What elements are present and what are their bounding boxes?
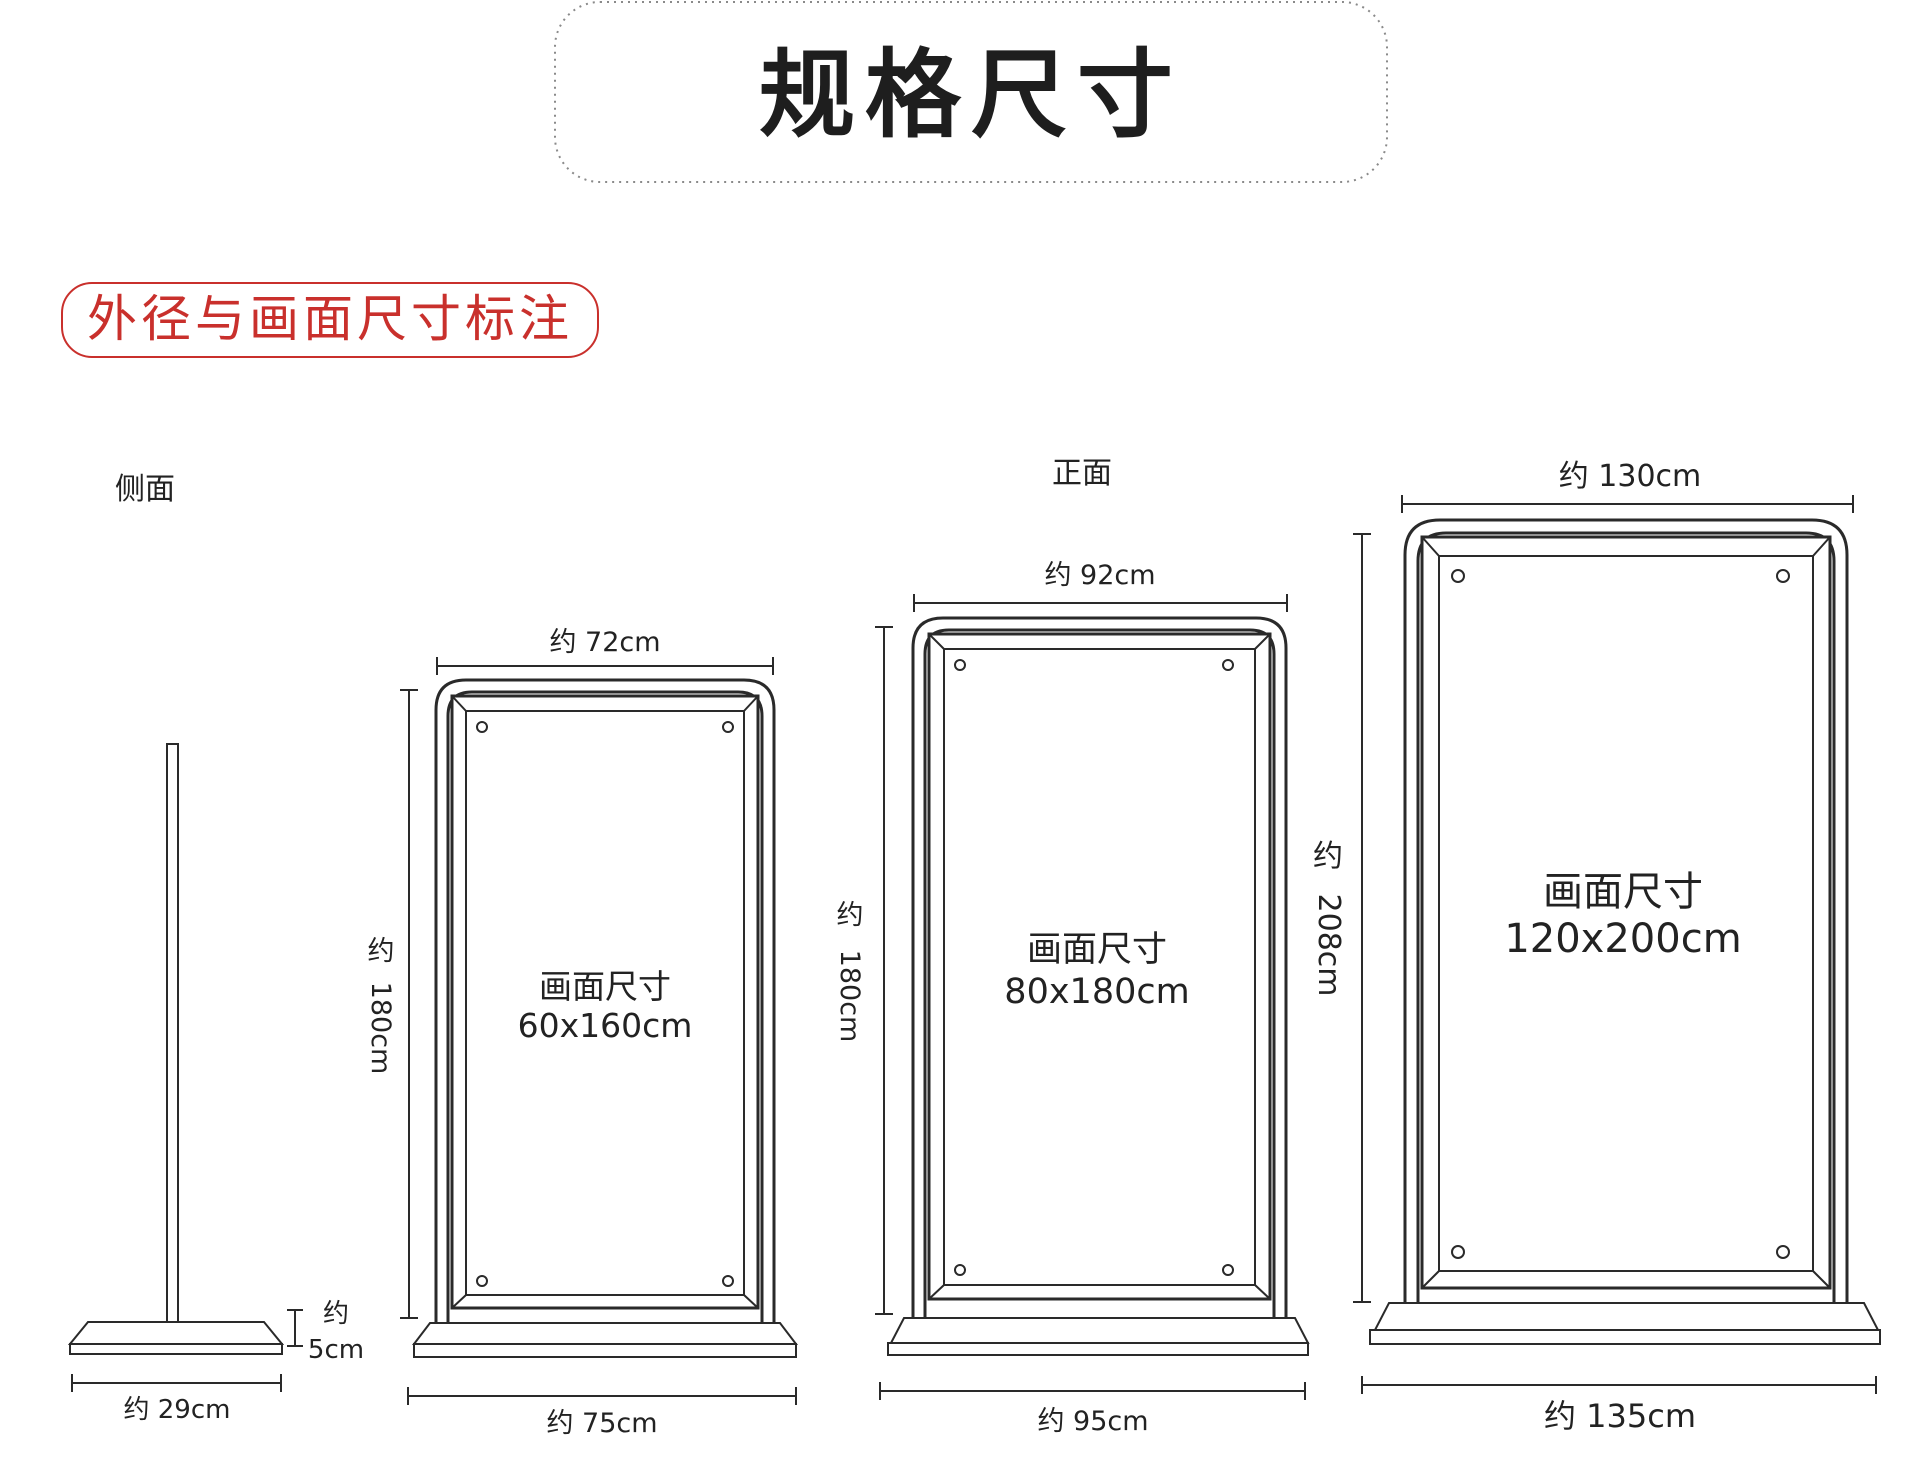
side-base <box>67 1321 285 1345</box>
stand-large-top-width: 约 130cm <box>1559 459 1702 494</box>
stand-small-base-width: 约 75cm <box>546 1408 657 1439</box>
stand-small-height-label-1: 约 <box>368 936 395 967</box>
stand-medium-base <box>889 1317 1310 1344</box>
stand-small-panel-label-1: 画面尺寸 <box>539 967 671 1006</box>
stand-medium-base-width: 约 95cm <box>1037 1406 1148 1437</box>
stand-small-base <box>411 1322 799 1345</box>
stand-small-panel <box>465 710 745 1296</box>
stand-small: 约 72cm 约 180cm 画面尺寸 60x160cm 约 75cm <box>365 627 799 1439</box>
side-height-label-2: 5cm <box>308 1335 364 1365</box>
side-height-label-1: 约 <box>323 1299 349 1329</box>
stand-large-panel-label-2: 120x200cm <box>1504 916 1741 962</box>
stand-medium-panel <box>943 648 1256 1286</box>
stand-medium-base-plate <box>887 1342 1309 1356</box>
side-width-label: 约 29cm <box>124 1395 231 1425</box>
side-pole <box>166 743 179 1323</box>
stand-large-height-label-1: 约 <box>1313 839 1343 874</box>
stand-large-base-plate <box>1369 1329 1881 1345</box>
stand-medium-panel-label-2: 80x180cm <box>1004 972 1189 1012</box>
front-view-label: 正面 <box>1052 456 1112 491</box>
title-box <box>554 1 1388 183</box>
side-stand: 约 5cm 约 29cm <box>67 743 364 1425</box>
stand-large: 约 130cm 约 208cm 画面尺寸 120x200cm 约 135cm <box>1311 459 1881 1435</box>
stand-small-top-width: 约 72cm <box>549 627 660 658</box>
stand-large-panel <box>1438 555 1814 1272</box>
stand-small-base-plate <box>413 1343 797 1358</box>
stand-large-base <box>1373 1302 1880 1331</box>
stand-medium-panel-label-1: 画面尺寸 <box>1027 930 1167 970</box>
page-title: 规格尺寸 <box>759 39 1183 151</box>
side-view-label: 侧面 <box>115 472 175 507</box>
stand-small-height-label-2: 180cm <box>365 982 396 1075</box>
stand-medium-height-label-2: 180cm <box>834 950 865 1043</box>
side-base-plate <box>69 1343 283 1355</box>
stand-medium-top-width: 约 92cm <box>1044 560 1155 591</box>
section-label: 外径与画面尺寸标注 <box>87 290 573 348</box>
stand-medium-height-label-1: 约 <box>837 900 864 931</box>
stand-medium: 约 92cm 约 180cm 画面尺寸 80x180cm 约 95cm <box>834 560 1310 1437</box>
stand-large-panel-label-1: 画面尺寸 <box>1543 869 1703 915</box>
stand-large-height-label-2: 208cm <box>1311 894 1346 997</box>
stand-small-panel-label-2: 60x160cm <box>518 1006 693 1045</box>
section-badge <box>61 282 599 358</box>
stand-large-base-width: 约 135cm <box>1544 1397 1696 1435</box>
